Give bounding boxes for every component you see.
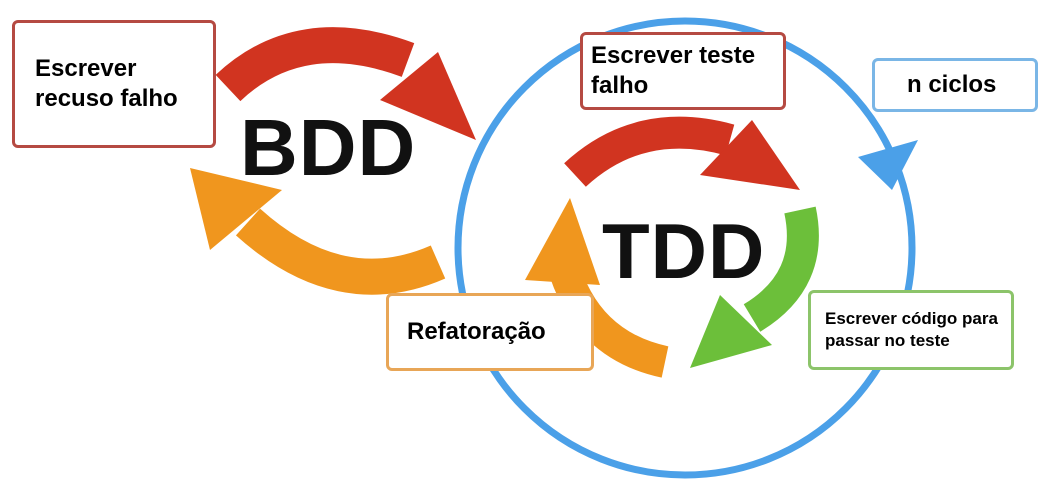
code-to-pass-text: Escrever código para passar no teste xyxy=(825,309,998,350)
cycle-circle xyxy=(454,17,916,479)
tdd-green-arrow-icon xyxy=(690,206,819,368)
tdd-label: TDD xyxy=(602,207,766,295)
tdd-red-arrow-icon xyxy=(564,116,800,190)
tdd-failing-text: Escrever teste falho xyxy=(591,42,756,99)
bdd-failing-box: Escrever recuso falho xyxy=(12,20,216,148)
tdd-orange-arrow-icon xyxy=(525,198,669,378)
refactor-text: Refatoração xyxy=(407,318,546,345)
bdd-failing-text: Escrever recuso falho xyxy=(35,55,178,112)
code-to-pass-box: Escrever código para passar no teste xyxy=(808,290,1014,370)
tdd-failing-box: Escrever teste falho xyxy=(580,32,786,110)
cycle-arrowhead-icon xyxy=(858,140,918,190)
bdd-label: BDD xyxy=(240,103,417,192)
bdd-red-arrow-icon xyxy=(215,27,476,140)
refactor-box: Refatoração xyxy=(386,293,594,371)
cycles-text: n ciclos xyxy=(907,71,997,98)
cycles-box: n ciclos xyxy=(872,58,1038,112)
bdd-orange-arrow-icon xyxy=(190,168,446,295)
